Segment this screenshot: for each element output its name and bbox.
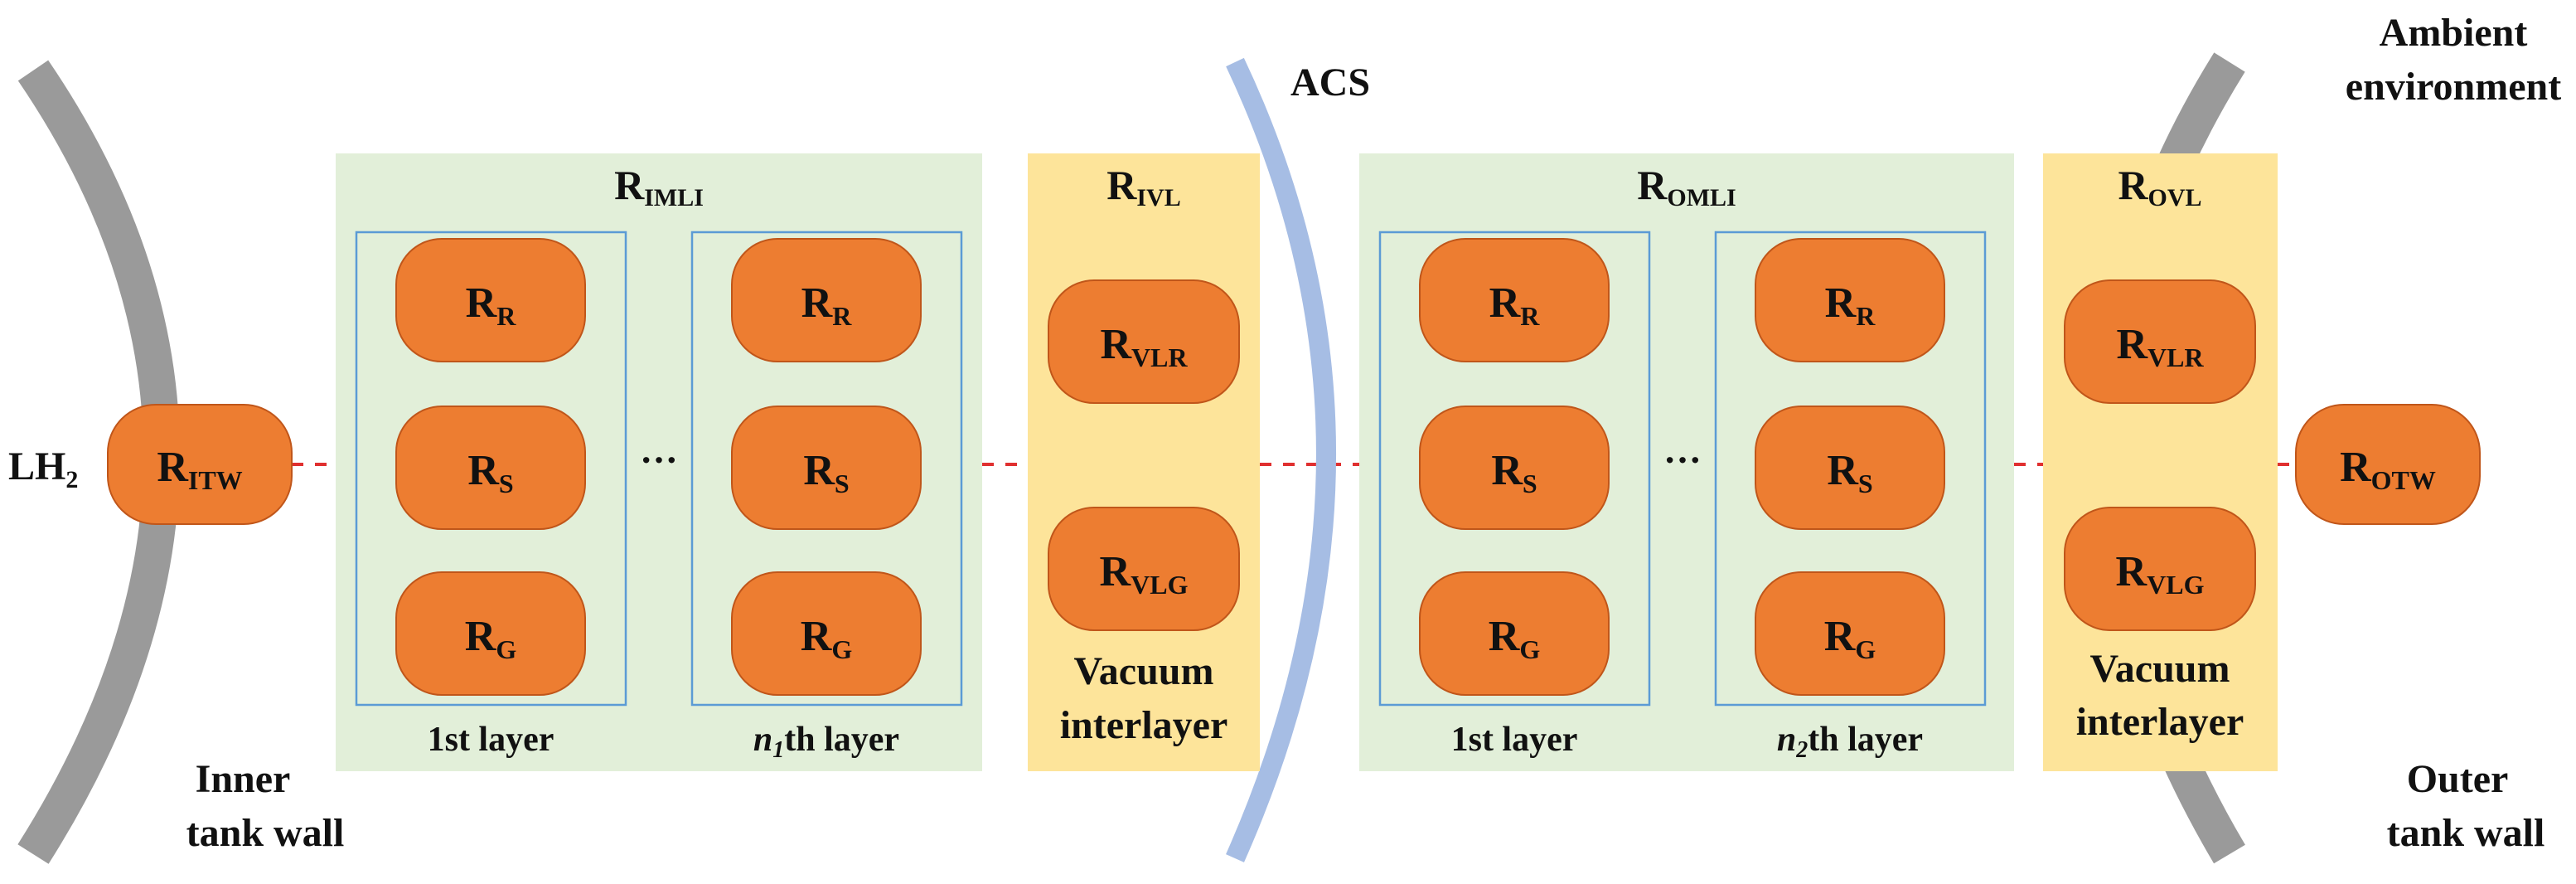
resistor-r-itw: RITW [107, 404, 293, 525]
imli-layer-n1-label: n1th layer [753, 721, 899, 763]
resistor-r-vlr: RVLR [2064, 279, 2256, 404]
svg-text:RS: RS [467, 447, 513, 498]
lh2-label: LH2 [8, 444, 78, 493]
acs-label: ACS [1290, 61, 1370, 104]
resistor-r-g: RG [1755, 571, 1945, 696]
resistor-r-g: RG [1419, 571, 1610, 696]
ovl-caption-line1: Vacuum [2090, 647, 2230, 691]
resistor-r-r: RR [731, 238, 922, 362]
ivl-caption-line1: Vacuum [1074, 649, 1214, 693]
ovl-caption-line2: interlayer [2076, 700, 2244, 744]
resistor-r-r: RR [1755, 238, 1945, 362]
imli-layer-1-label: 1st layer [428, 721, 554, 759]
ovl-title: ROVL [2118, 162, 2201, 211]
resistor-r-r: RR [395, 238, 586, 362]
svg-text:RS: RS [803, 447, 849, 498]
imli-ellipsis: ··· [640, 439, 678, 481]
resistor-r-vlr: RVLR [1048, 279, 1240, 404]
resistor-r-g: RG [395, 571, 586, 696]
resistor-r-r: RR [1419, 238, 1610, 362]
ambient-label-line1: Ambient [2380, 11, 2528, 55]
svg-text:RVLG: RVLG [2116, 548, 2205, 600]
omli-layer-1-label: 1st layer [1451, 721, 1578, 759]
svg-text:ROTW: ROTW [2340, 444, 2436, 495]
svg-text:RVLR: RVLR [1100, 321, 1188, 372]
acs-shield-arc [1226, 57, 1336, 862]
resistor-r-s: RS [1755, 406, 1945, 530]
resistor-r-g: RG [731, 571, 922, 696]
imli-layer-n1-box [690, 231, 963, 707]
resistor-r-s: RS [1419, 406, 1610, 530]
svg-text:RITW: RITW [157, 444, 242, 495]
imli-layer-1-box [355, 231, 627, 707]
inner-wall-label-line2: tank wall [186, 811, 345, 855]
omli-ellipsis: ··· [1663, 439, 1702, 481]
ovl-resistors: RVLR RVLG [2064, 279, 2256, 631]
svg-text:RG: RG [1824, 613, 1876, 664]
outer-wall-label-line1: Outer [2407, 757, 2509, 801]
svg-text:RS: RS [1491, 447, 1537, 498]
omli-layer-1-box [1378, 231, 1651, 707]
outer-wall-label-line2: tank wall [2387, 811, 2545, 855]
resistor-r-vlg: RVLG [1048, 507, 1240, 631]
svg-text:RVLR: RVLR [2116, 321, 2204, 372]
svg-text:RVLG: RVLG [1100, 548, 1189, 600]
resistor-r-otw: ROTW [2295, 404, 2481, 525]
ovl-section-background [2043, 153, 2278, 771]
svg-text:RS: RS [1827, 447, 1872, 498]
svg-text:RR: RR [1825, 279, 1876, 331]
resistor-r-vlg: RVLG [2064, 507, 2256, 631]
omli-layer-n2-label: n2th layer [1777, 721, 1923, 763]
svg-text:RG: RG [1489, 613, 1541, 664]
svg-text:RR: RR [801, 279, 853, 331]
svg-text:RG: RG [801, 613, 853, 664]
svg-text:RR: RR [466, 279, 517, 331]
resistor-r-s: RS [395, 406, 586, 530]
imli-title: RIMLI [614, 162, 704, 211]
imli-layer-n1-resistors: RR RS RG [731, 238, 922, 696]
omli-layer-n2-resistors: RR RS RG [1755, 238, 1945, 696]
resistor-r-s: RS [731, 406, 922, 530]
svg-text:RR: RR [1489, 279, 1541, 331]
inner-wall-label-line1: Inner [196, 757, 291, 801]
svg-text:RG: RG [465, 613, 517, 664]
ivl-resistors: RVLR RVLG [1048, 279, 1240, 631]
ambient-label-line2: environment [2346, 65, 2561, 109]
omli-layer-1-resistors: RR RS RG [1419, 238, 1610, 696]
ivl-section-background [1028, 153, 1260, 771]
omli-title: ROMLI [1637, 162, 1736, 211]
omli-layer-n2-box [1714, 231, 1987, 707]
ivl-caption-line2: interlayer [1060, 703, 1228, 747]
imli-layer-1-resistors: RR RS RG [395, 238, 586, 696]
ivl-title: RIVL [1106, 162, 1180, 211]
